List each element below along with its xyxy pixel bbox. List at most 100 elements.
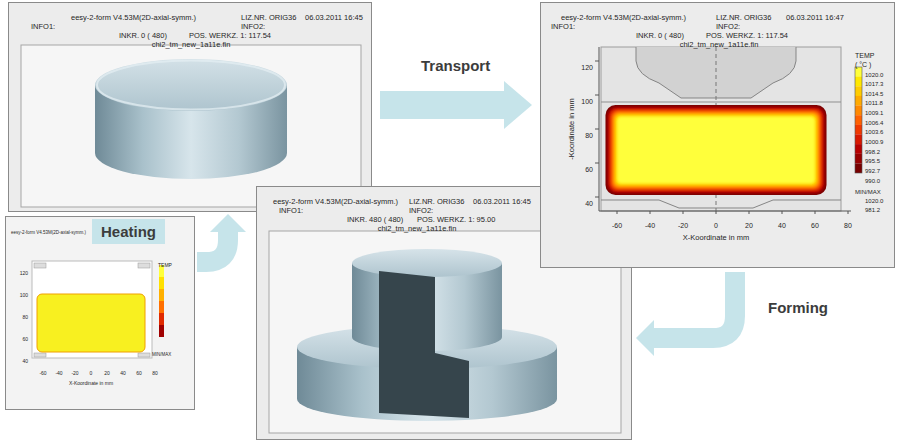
panel-text: 40: [585, 200, 593, 207]
panel-text: 40: [778, 222, 786, 229]
panel-text: X-Koordinate in mm: [69, 381, 113, 386]
color-step: [855, 96, 862, 106]
panel-text: -20: [678, 222, 688, 229]
text-slot: MIN/MAX: [152, 343, 171, 359]
panel-text: -60: [612, 222, 622, 229]
text-slot: INFO2:: [409, 200, 433, 216]
temp-band: [616, 115, 817, 185]
color-bar: [855, 67, 862, 173]
text-slot: -20: [678, 215, 688, 231]
panel-text: 60: [811, 222, 819, 229]
text-slot: -Koordinate in mm: [561, 98, 577, 159]
panel-text: 06.03.2011 16:45: [473, 198, 531, 206]
panel-text: 1020.0: [865, 72, 883, 78]
billet-rim: [606, 105, 827, 195]
process-arrow: [197, 214, 246, 262]
tick: [617, 211, 618, 214]
text-slot: 1011.8: [865, 92, 883, 108]
billet-edge: [97, 61, 285, 110]
panel-text: POS. WERKZ. 1: 117.54: [189, 32, 271, 40]
panel-text: 1020.0: [865, 198, 883, 204]
text-slot: 120: [581, 57, 593, 73]
text-slot: 80: [585, 125, 593, 141]
color-step: [159, 277, 164, 289]
text-slot: 998.2: [865, 141, 880, 157]
tick: [683, 211, 684, 214]
text-slot: INFO1:: [31, 16, 55, 32]
panel-text: 1017.3: [865, 81, 883, 87]
panel-text: POS. WERKZ. 1: 117.54: [706, 32, 788, 40]
panel-text: INFO2:: [241, 23, 265, 31]
panel-text: 995.5: [865, 158, 880, 164]
panel-text: 60: [22, 337, 28, 342]
color-step: [855, 77, 862, 87]
panel-text: INFO2:: [409, 207, 433, 215]
text-slot: INFO1:: [279, 200, 303, 216]
panel-text: 981.2: [865, 207, 880, 213]
corner-box: [34, 263, 46, 268]
temp-band: [618, 117, 815, 183]
panel-text: 60: [585, 166, 593, 173]
text-slot: 80: [152, 362, 158, 378]
text-slot: INFO2:: [716, 16, 740, 32]
panel-text: eesy-2-form V4.53M(2D-axial-symm.): [561, 14, 686, 22]
text-slot: 1020.0: [865, 64, 883, 80]
hub-top: [352, 249, 502, 277]
temp-band: [610, 109, 823, 191]
panel-text: 120: [20, 271, 28, 276]
color-step: [855, 125, 862, 135]
lower-die: [601, 200, 841, 208]
y-axis: [595, 47, 599, 211]
panel-text: -40: [645, 222, 655, 229]
text-slot: INKR. 0 ( 480): [636, 25, 684, 41]
arrow-body: [654, 272, 735, 338]
text-slot: eesy-2-form V4.53M(2D-axial-symm.): [273, 191, 398, 207]
color-step: [855, 67, 862, 77]
corner-box: [138, 263, 150, 268]
panel-text: 0: [714, 222, 718, 229]
text-slot: 40: [22, 350, 28, 366]
cut-section: [379, 271, 469, 418]
tick: [848, 211, 849, 214]
tick: [595, 163, 599, 164]
text-slot: 992.7: [865, 160, 880, 176]
panel-text: eesy-2-form V4.53M(2D-axial-symm.): [71, 14, 196, 22]
text-slot: 1014.5: [865, 83, 883, 99]
panel-text: 60: [136, 371, 142, 376]
text-slot: ( °C ): [855, 54, 871, 70]
tick: [815, 211, 816, 214]
text-slot: 100: [20, 284, 28, 300]
text-slot: 06.03.2011 16:47: [786, 7, 844, 23]
text-slot: TEMP: [855, 45, 874, 61]
heated-billet: [37, 294, 145, 352]
panel-text: -Koordinate in mm: [568, 98, 576, 159]
text-slot: eesy-2-form V4.53M(2D-axial-symm.): [561, 7, 686, 23]
panel-text: -60: [39, 371, 46, 376]
tick: [595, 95, 599, 96]
panel-text: MIN/MAX: [152, 353, 171, 358]
temp-band: [608, 107, 825, 193]
text-slot: 60: [22, 328, 28, 344]
panel-text: 992.7: [865, 168, 880, 174]
text-slot: -20: [71, 362, 78, 378]
text-slot: 0: [90, 362, 93, 378]
color-step: [159, 313, 164, 325]
color-step: [159, 301, 164, 313]
text-slot: X-Koordinate in mm: [69, 372, 113, 388]
screenshot-panel: eesy-2-form V4.53M(2D-axial-symm.)LIZ.NR…: [8, 2, 372, 212]
panel-text: INFO1:: [551, 23, 575, 31]
panel-text: ( °C ): [855, 61, 871, 68]
panel-text: LIZ.NR. ORIG36: [409, 198, 464, 206]
temp-band: [614, 113, 819, 187]
panel-text: eesy-2-form V4.53M(2D-axial-symm.): [273, 198, 398, 206]
panel-text: 0: [90, 371, 93, 376]
color-step: [855, 86, 862, 96]
panel-text: X-Koordinate in mm: [683, 234, 749, 242]
text-slot: INFO1:: [551, 16, 575, 32]
color-step: [855, 163, 862, 173]
text-slot: 100: [581, 91, 593, 107]
die-face: [601, 102, 841, 103]
panel-text: eesy-2-form V4.53M(2D-axial-symm.): [11, 231, 86, 236]
panel-text: 1003.6: [865, 129, 883, 135]
panel-text: -20: [71, 371, 78, 376]
